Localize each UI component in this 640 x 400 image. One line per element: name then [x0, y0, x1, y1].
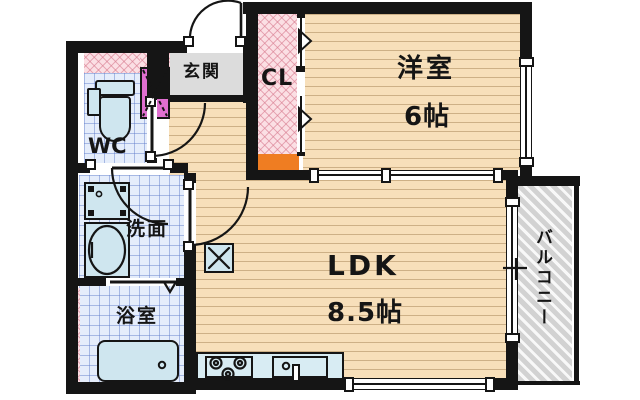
washroom-label: 洗面	[126, 218, 169, 240]
toilet-bowl	[99, 96, 131, 142]
entrance-door-opening	[187, 41, 243, 53]
bedroom-size: 6帖	[404, 102, 451, 132]
bathtub	[97, 340, 179, 382]
wall-genkan-hall-divider	[169, 95, 257, 102]
entry-step	[256, 154, 299, 170]
balcony-label: バルコニー	[532, 228, 552, 328]
wall-closet-left	[246, 2, 258, 180]
closet-floor	[256, 14, 299, 154]
bedroom-label: 洋室	[397, 54, 456, 84]
closet-label: CL	[261, 66, 294, 91]
genkan-floor	[169, 47, 253, 99]
wall-balcony-bottom	[514, 381, 580, 385]
bedroom-floor	[303, 14, 522, 170]
ldk-floor	[196, 180, 512, 380]
ldk-label: LDK	[327, 249, 399, 282]
wall-top-bedroom	[243, 2, 532, 14]
balcony-floor	[516, 186, 572, 383]
closet-door-opening	[297, 18, 305, 152]
ldk-size: 8.5帖	[327, 298, 404, 328]
toilet-label: WC	[88, 134, 127, 158]
bathroom-label: 浴室	[116, 305, 159, 327]
genkan-label: 玄関	[183, 62, 221, 82]
wall-bottom-left	[66, 382, 196, 394]
vanity-basin	[84, 222, 130, 278]
wc-overhead-shelf	[84, 53, 147, 73]
wall-left-outer	[66, 41, 78, 394]
wall-balcony-outer	[574, 178, 579, 385]
wall-balcony-top	[512, 176, 580, 186]
